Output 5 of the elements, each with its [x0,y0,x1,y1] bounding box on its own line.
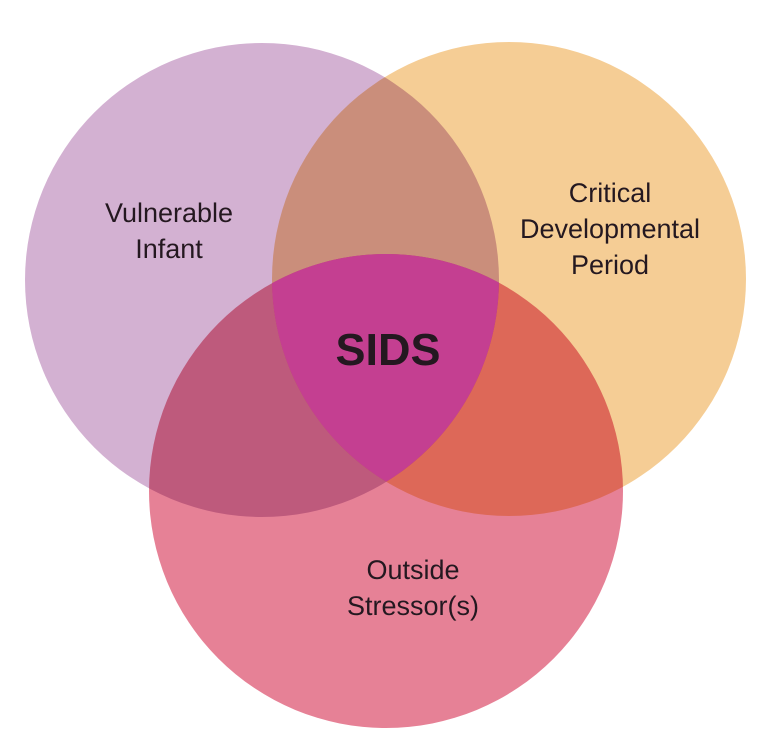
intersection-region [272,254,499,482]
circle-label: Critical Developmental Period [520,177,700,282]
circle-label: Outside Stressor(s) [347,554,479,623]
circle-label: Vulnerable Infant [104,197,234,266]
intersection-label: SIDS [335,324,440,375]
